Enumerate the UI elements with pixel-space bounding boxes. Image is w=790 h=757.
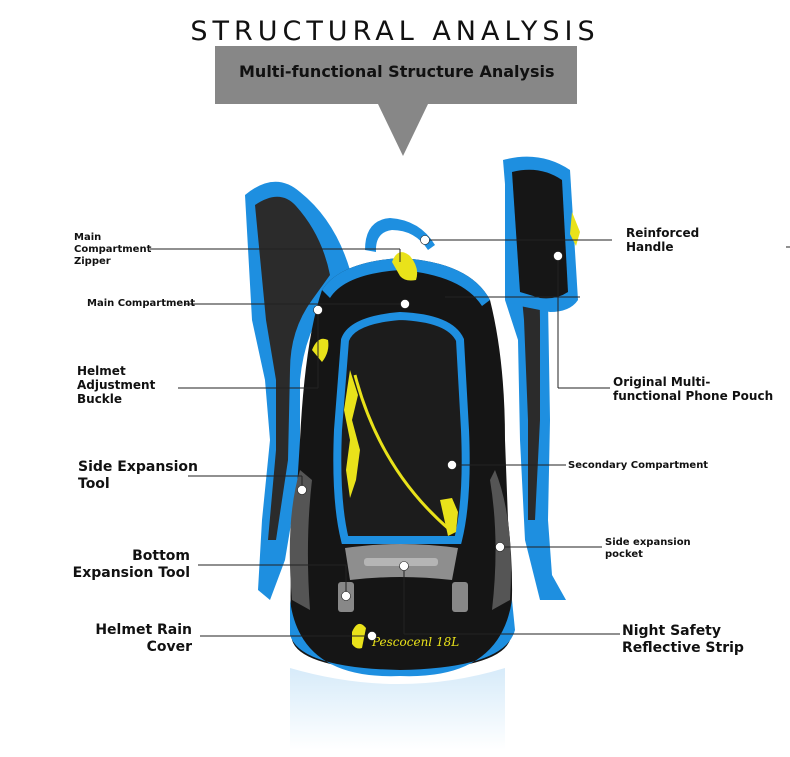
label-night-safety-strip: Night Safety Reflective Strip — [622, 623, 744, 656]
label-phone-pouch: Original Multi- functional Phone Pouch — [613, 375, 774, 403]
front-panel — [333, 311, 470, 544]
label-bottom-expansion-tool: Bottom Expansion Tool — [72, 548, 190, 581]
marker-dots — [297, 235, 563, 641]
pack-logo-text: Pescocenl 18L — [371, 635, 459, 649]
label-side-expansion-tool: Side Expansion Tool — [78, 459, 199, 492]
front-logo-stripe — [344, 370, 360, 498]
page-title: STRUCTURAL ANALYSIS — [190, 16, 600, 47]
subtitle-banner: Multi-functional Structure Analysis — [215, 46, 577, 104]
right-bottom-buckle — [452, 582, 468, 612]
left-mesh-pocket — [289, 470, 312, 610]
top-handle — [365, 218, 435, 252]
label-main-compartment: Main Compartment — [87, 298, 196, 309]
label-helmet-rain-cover: Helmet Rain Cover — [95, 622, 192, 655]
label-secondary-compartment: Secondary Compartment — [568, 460, 709, 471]
label-reinforced-handle: Reinforced Handle — [626, 226, 700, 254]
banner-text: Multi-functional Structure Analysis — [239, 62, 555, 81]
left-strap-padding — [255, 196, 330, 540]
label-main-compartment-zipper: Main Compartment Zipper — [74, 232, 152, 267]
right-mesh-pocket — [490, 470, 511, 610]
pouch-zipper-pull — [570, 212, 580, 246]
banner-arrow — [378, 104, 428, 156]
floor-reflection — [290, 668, 505, 750]
leader-lines — [150, 239, 790, 637]
hiker-logo — [440, 498, 458, 536]
helmet-buckle-clip — [312, 338, 329, 362]
label-helmet-adjustment-buckle: Helmet Adjustment Buckle — [77, 364, 156, 406]
zipper-pull — [392, 252, 418, 281]
label-side-expansion-pocket: Side expansion pocket — [605, 537, 691, 560]
